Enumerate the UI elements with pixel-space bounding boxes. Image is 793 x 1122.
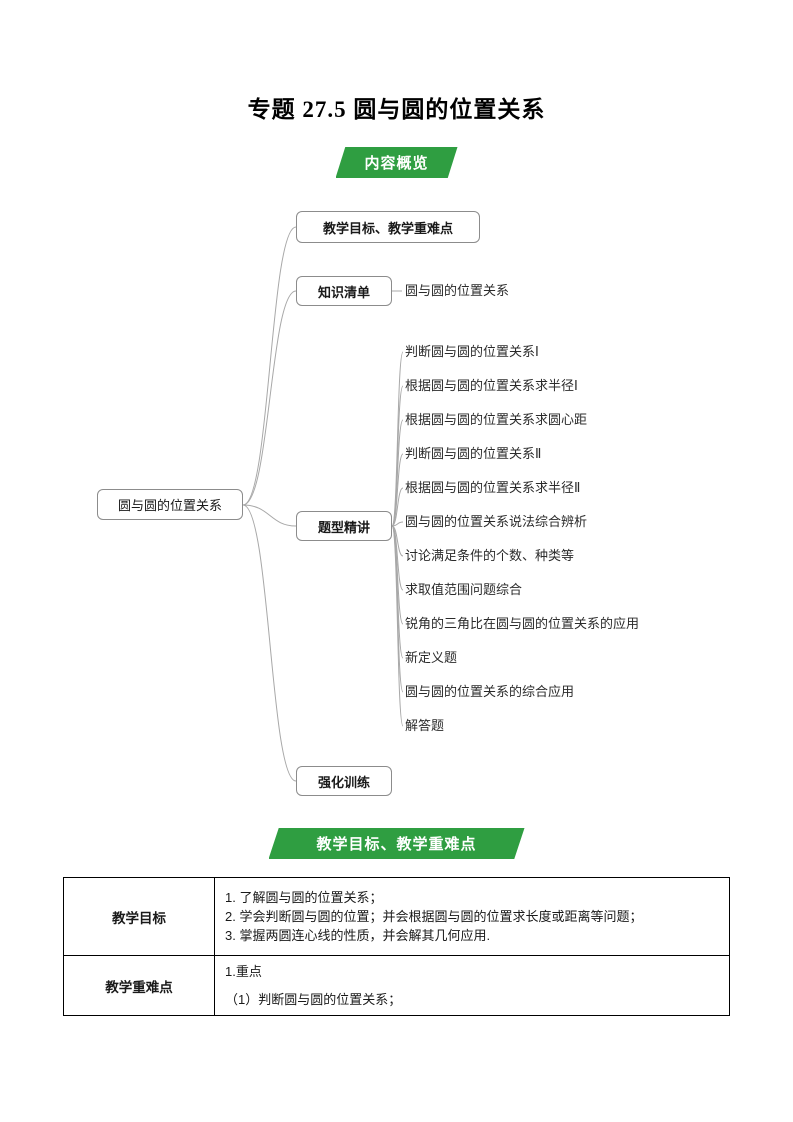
- mindmap-root-node: 圆与圆的位置关系: [97, 489, 243, 520]
- objective-line: 3. 掌握两圆连心线的性质，并会解其几何应用.: [225, 928, 491, 943]
- row-label-objectives: 教学目标: [63, 877, 215, 956]
- branch-label: 强化训练: [317, 774, 370, 790]
- mindmap-root-label: 圆与圆的位置关系: [117, 498, 222, 513]
- mindmap-leaf-topic: 新定义题: [405, 650, 458, 665]
- mindmap-leaf-topic: 讨论满足条件的个数、种类等: [405, 548, 575, 563]
- mindmap-branch-training: 强化训练: [296, 766, 392, 796]
- keypoint-line: （1）判断圆与圆的位置关系；: [225, 992, 402, 1007]
- mindmap-leaf-topic: 求取值范围问题综合: [405, 582, 523, 597]
- overview-banner: 内容概览: [335, 147, 458, 178]
- keypoint-line: 1.重点: [225, 964, 262, 979]
- mindmap-leaf-topic: 解答题: [405, 718, 445, 733]
- objective-line: 1. 了解圆与圆的位置关系；: [225, 890, 383, 905]
- mindmap-branch-question-types: 题型精讲: [296, 511, 392, 541]
- mindmap-leaf-topic: 根据圆与圆的位置关系求半径Ⅱ: [405, 480, 581, 495]
- branch-label: 题型精讲: [317, 519, 370, 535]
- overview-banner-label: 内容概览: [364, 155, 429, 172]
- mindmap-leaf-topic: 判断圆与圆的位置关系Ⅱ: [405, 446, 542, 461]
- table-row-keypoints: 教学重难点 1.重点 （1）判断圆与圆的位置关系；: [63, 955, 730, 1016]
- page-title: 专题 27.5 圆与圆的位置关系: [247, 97, 546, 122]
- mindmap-leaf-topic: 根据圆与圆的位置关系求半径Ⅰ: [405, 378, 578, 393]
- mindmap-leaf-topic: 圆与圆的位置关系的综合应用: [405, 684, 575, 699]
- branch-label: 知识清单: [317, 284, 370, 300]
- mindmap-leaf-topic: 判断圆与圆的位置关系Ⅰ: [405, 344, 539, 359]
- mindmap-branch-knowledge-list: 知识清单: [296, 276, 392, 306]
- row-label-keypoints: 教学重难点: [63, 955, 215, 1016]
- table-row-objectives: 教学目标 1. 了解圆与圆的位置关系； 2. 学会判断圆与圆的位置；并会根据圆与…: [63, 877, 730, 956]
- mindmap-leaf-topic: 根据圆与圆的位置关系求圆心距: [405, 412, 588, 427]
- mindmap-leaf-topic: 圆与圆的位置关系说法综合辨析: [405, 514, 588, 529]
- row-content-objectives: 1. 了解圆与圆的位置关系； 2. 学会判断圆与圆的位置；并会根据圆与圆的位置求…: [214, 877, 730, 956]
- objectives-banner: 教学目标、教学重难点: [268, 828, 525, 859]
- branch-label: 教学目标、教学重难点: [322, 220, 453, 236]
- objectives-table: 教学目标 1. 了解圆与圆的位置关系； 2. 学会判断圆与圆的位置；并会根据圆与…: [63, 877, 730, 1016]
- mindmap-leaf-topic: 锐角的三角比在圆与圆的位置关系的应用: [405, 616, 640, 631]
- objectives-banner-label: 教学目标、教学重难点: [316, 836, 477, 853]
- objective-line: 2. 学会判断圆与圆的位置；并会根据圆与圆的位置求长度或距离等问题；: [225, 909, 643, 924]
- mindmap-leaf-knowledge: 圆与圆的位置关系: [405, 283, 510, 298]
- row-content-keypoints: 1.重点 （1）判断圆与圆的位置关系；: [214, 955, 730, 1016]
- mindmap-branch-objectives: 教学目标、教学重难点: [296, 211, 480, 243]
